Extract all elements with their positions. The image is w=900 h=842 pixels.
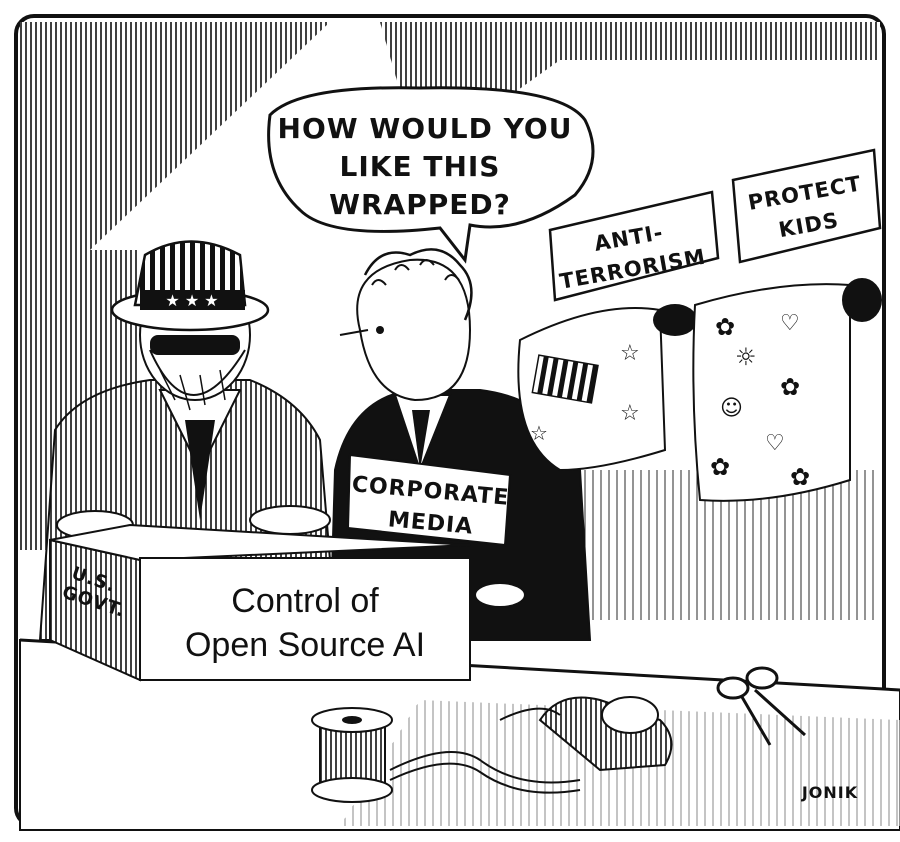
speech-bubble: HOW WOULD YOU LIKE THIS WRAPPED?	[267, 86, 595, 264]
flower-icon: ✿	[715, 313, 735, 341]
artist-signature: JONIK	[801, 783, 858, 802]
sun-icon: ☼	[735, 343, 757, 371]
rabbit-icon: ♡	[765, 431, 785, 456]
corporate-media-badge: CORPORATE MEDIA	[346, 453, 512, 547]
star-icon: ☆	[530, 421, 548, 445]
box-front	[139, 557, 471, 681]
cat-icon: ☺	[720, 396, 743, 421]
flower-icon: ✿	[780, 373, 800, 401]
star-icon: ☆	[620, 341, 640, 366]
box-label-line1: Control of	[231, 582, 379, 620]
wall-hatching-left	[20, 22, 330, 250]
sign-protect-kids: PROTECT KIDS	[731, 148, 882, 264]
flag-icon	[531, 354, 599, 404]
wrapping-paper-kids-roll: ✿ ♡ ☼ ✿ ☺ ♡ ✿ ✿	[692, 278, 882, 502]
star-icon: ☆	[620, 401, 640, 426]
wrapping-paper-flags-roll: ☆ ☆ ☆	[517, 304, 697, 472]
scissors-icon	[716, 666, 807, 746]
sunglasses-icon	[150, 335, 240, 355]
speech-line3: WRAPPED?	[329, 188, 511, 221]
govt-box: U.S. GOVT. Control of Open Source AI	[49, 523, 471, 682]
speech-line1: HOW WOULD YOU	[278, 112, 573, 145]
svg-text:★ ★ ★: ★ ★ ★	[165, 291, 218, 310]
box-label-line2: Open Source AI	[185, 626, 425, 664]
rabbit-icon: ♡	[780, 311, 800, 336]
tape-dispenser-icon	[499, 696, 673, 772]
ribbon-spool-icon	[311, 707, 581, 803]
flower-icon: ✿	[790, 463, 810, 491]
top-hat-icon	[133, 240, 247, 307]
flower-icon: ✿	[710, 453, 730, 481]
speech-line2: LIKE THIS	[340, 150, 501, 183]
